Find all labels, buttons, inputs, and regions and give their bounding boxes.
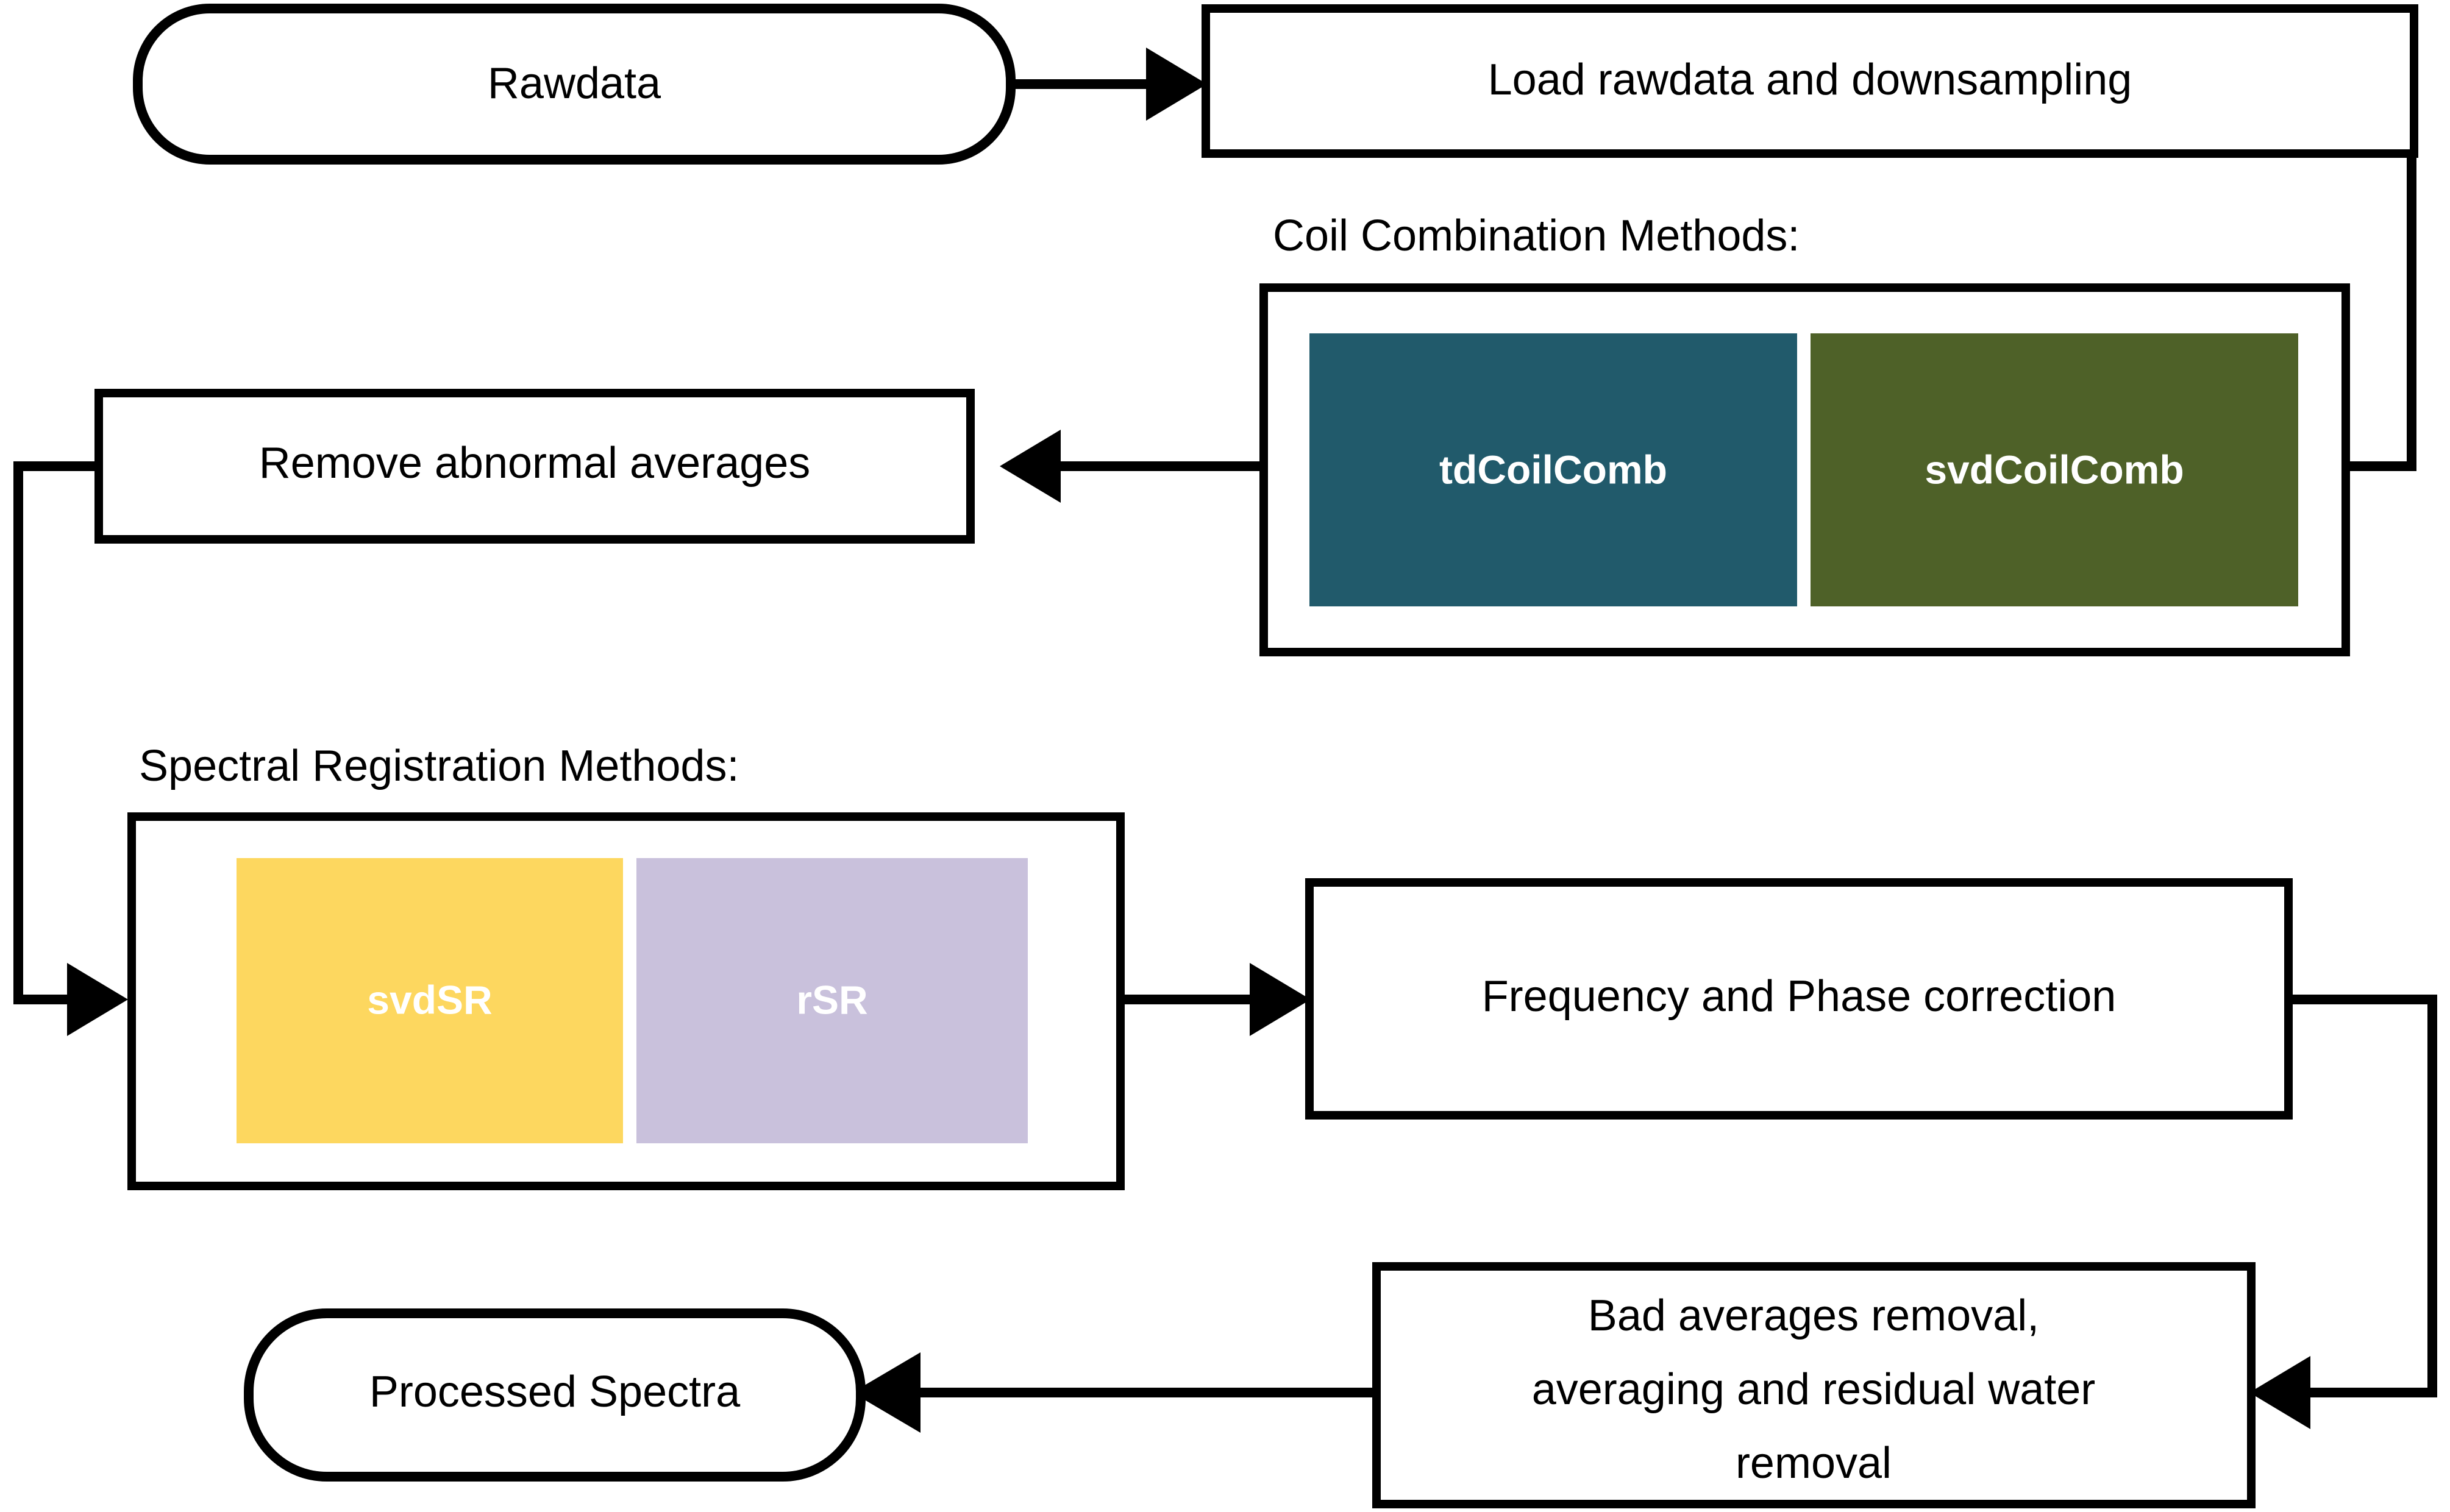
node-bad-averages-removal[interactable]: Bad averages removal, averaging and resi… (1372, 1262, 2256, 1508)
rsr-swatch (636, 858, 1028, 1143)
edge-line (2284, 995, 2437, 1397)
coil-method-svdcoilcomb[interactable]: svdCoilComb (1811, 333, 2298, 606)
svdcoilcomb-swatch (1811, 333, 2298, 606)
svdcoilcomb-label: svdCoilComb (1925, 447, 2184, 492)
spectral-method-svdsr[interactable]: svdSR (237, 858, 623, 1143)
node-processed-spectra[interactable]: Processed Spectra (244, 1308, 866, 1482)
rsr-label: rSR (796, 977, 867, 1022)
arrowhead-right-icon (1250, 963, 1311, 1036)
node-load-rawdata[interactable]: Load rawdata and downsampling (1202, 4, 2418, 158)
edge-coil-to-remove (1000, 430, 1262, 503)
spectral-method-rsr[interactable]: rSR (636, 858, 1028, 1143)
edge-spectral-to-freq (1120, 963, 1311, 1036)
rawdata-shape (133, 4, 1016, 165)
group-coil-combination[interactable]: Coil Combination Methods: tdCoilComb svd… (1259, 211, 2350, 656)
svdsr-label: svdSR (367, 977, 492, 1022)
tdcoilcomb-label: tdCoilComb (1439, 447, 1667, 492)
processed-spectra-shape (244, 1308, 866, 1482)
bad-averages-shape (1372, 1262, 2256, 1508)
node-rawdata[interactable]: Rawdata (133, 4, 1016, 165)
arrowhead-right-icon (67, 963, 128, 1036)
node-frequency-phase-correction[interactable]: Frequency and Phase correction (1305, 878, 2293, 1120)
node-remove-abnormal-averages[interactable]: Remove abnormal averages (94, 389, 975, 544)
bad-averages-label-line-3: removal (1736, 1439, 1892, 1488)
arrowhead-left-icon (852, 1352, 921, 1433)
arrowhead-right-icon (1146, 48, 1207, 121)
arrowhead-left-icon (1000, 430, 1061, 503)
svdsr-swatch (237, 858, 623, 1143)
arrowhead-left-icon (2249, 1356, 2310, 1429)
load-rawdata-label: Load rawdata and downsampling (1488, 55, 2132, 104)
edge-rawdata-to-load (1009, 48, 1207, 121)
remove-abnormal-label: Remove abnormal averages (259, 439, 810, 488)
rawdata-label: Rawdata (488, 59, 661, 108)
load-rawdata-shape (1202, 4, 2418, 158)
coil-method-tdcoilcomb[interactable]: tdCoilComb (1309, 333, 1797, 606)
frequency-phase-shape (1305, 878, 2293, 1120)
bad-averages-label-line-1: Bad averages removal, (1588, 1291, 2039, 1340)
edge-line (13, 461, 99, 1004)
processed-spectra-label: Processed Spectra (369, 1368, 741, 1416)
edge-freq-to-badavg (2249, 995, 2437, 1429)
bad-averages-label-line-2: averaging and residual water (1532, 1365, 2096, 1414)
spectral-registration-title: Spectral Registration Methods: (139, 742, 739, 790)
frequency-phase-label: Frequency and Phase correction (1482, 972, 2117, 1021)
remove-abnormal-shape (94, 389, 975, 544)
group-spectral-registration[interactable]: Spectral Registration Methods: svdSR rSR (127, 742, 1125, 1190)
edge-remove-to-spectral (13, 461, 128, 1036)
tdcoilcomb-swatch (1309, 333, 1797, 606)
edge-badavg-to-processed (852, 1352, 1376, 1433)
coil-combination-title: Coil Combination Methods: (1273, 211, 1800, 260)
